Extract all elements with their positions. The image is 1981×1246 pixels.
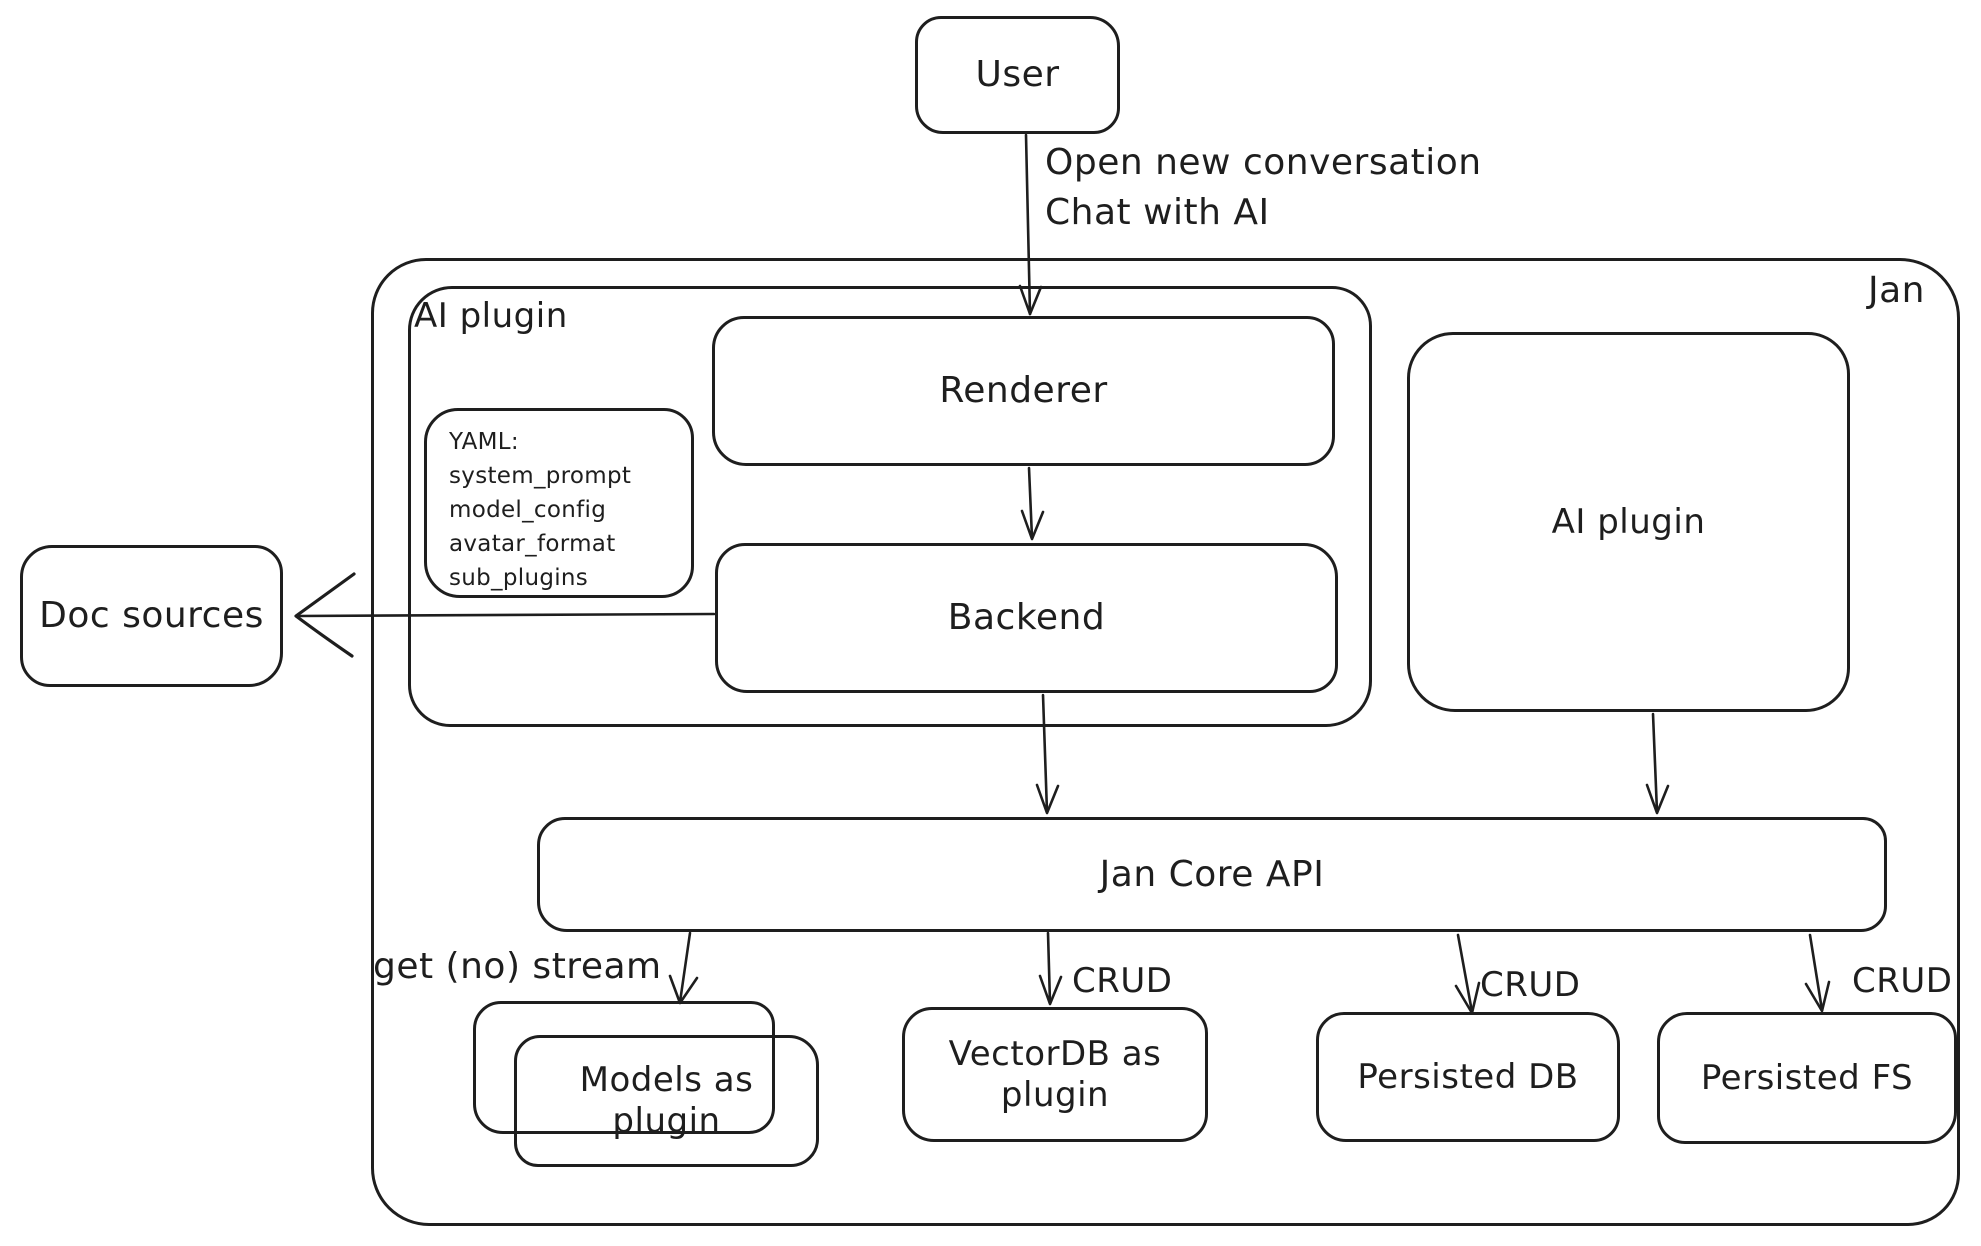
edge-label-line: Chat with AI	[1045, 191, 1270, 233]
node-models-as-plugin: Models as plugin	[514, 1035, 819, 1167]
node-doc-sources-label: Doc sources	[39, 595, 264, 637]
node-models-as-plugin-back	[473, 1001, 775, 1134]
edge-label-crud-vectordb: CRUD	[1072, 961, 1173, 1001]
node-jan-core-api: Jan Core API	[537, 817, 1887, 932]
yaml-line: sub_plugins	[449, 565, 589, 591]
yaml-note-text: YAML: system_prompt model_config avatar_…	[427, 411, 631, 595]
ai-plugin-container	[408, 286, 1372, 727]
node-models-as-plugin-label: Models as plugin	[579, 1060, 754, 1141]
node-persisted-db: Persisted DB	[1316, 1012, 1620, 1142]
node-backend-label: Backend	[947, 597, 1106, 639]
yaml-line: avatar_format	[449, 531, 616, 557]
node-ai-plugin-right: AI plugin	[1407, 332, 1850, 712]
node-vectordb-as-plugin: VectorDB as plugin	[902, 1007, 1208, 1142]
edge-label-crud-persisted-db: CRUD	[1480, 965, 1581, 1005]
node-yaml-note: YAML: system_prompt model_config avatar_…	[424, 408, 694, 598]
jan-container	[371, 258, 1960, 1226]
edge-label-line: Open new conversation	[1045, 142, 1482, 183]
node-ai-plugin-right-label: AI plugin	[1551, 501, 1706, 542]
node-jan-core-api-label: Jan Core API	[1099, 853, 1325, 895]
node-renderer-label: Renderer	[939, 370, 1108, 412]
ai-plugin-container-label: AI plugin	[414, 296, 568, 336]
node-user: User	[915, 16, 1120, 134]
node-vectordb-as-plugin-label: VectorDB as plugin	[948, 1033, 1162, 1115]
node-persisted-fs-label: Persisted FS	[1700, 1057, 1914, 1098]
jan-container-label: Jan	[1868, 270, 1925, 311]
yaml-line: system_prompt	[449, 463, 632, 489]
yaml-line: model_config	[449, 497, 607, 523]
edge-label-user-to-renderer: Open new conversation Chat with AI	[1045, 138, 1482, 237]
node-persisted-fs: Persisted FS	[1657, 1012, 1957, 1144]
node-backend: Backend	[715, 543, 1338, 693]
node-persisted-db-label: Persisted DB	[1357, 1056, 1579, 1097]
edge-label-crud-persisted-fs: CRUD	[1852, 961, 1953, 1001]
node-doc-sources: Doc sources	[20, 545, 283, 687]
yaml-line: YAML:	[449, 429, 519, 455]
node-user-label: User	[975, 54, 1060, 96]
edge-label-get-no-stream: get (no) stream	[373, 946, 662, 987]
node-renderer: Renderer	[712, 316, 1335, 466]
